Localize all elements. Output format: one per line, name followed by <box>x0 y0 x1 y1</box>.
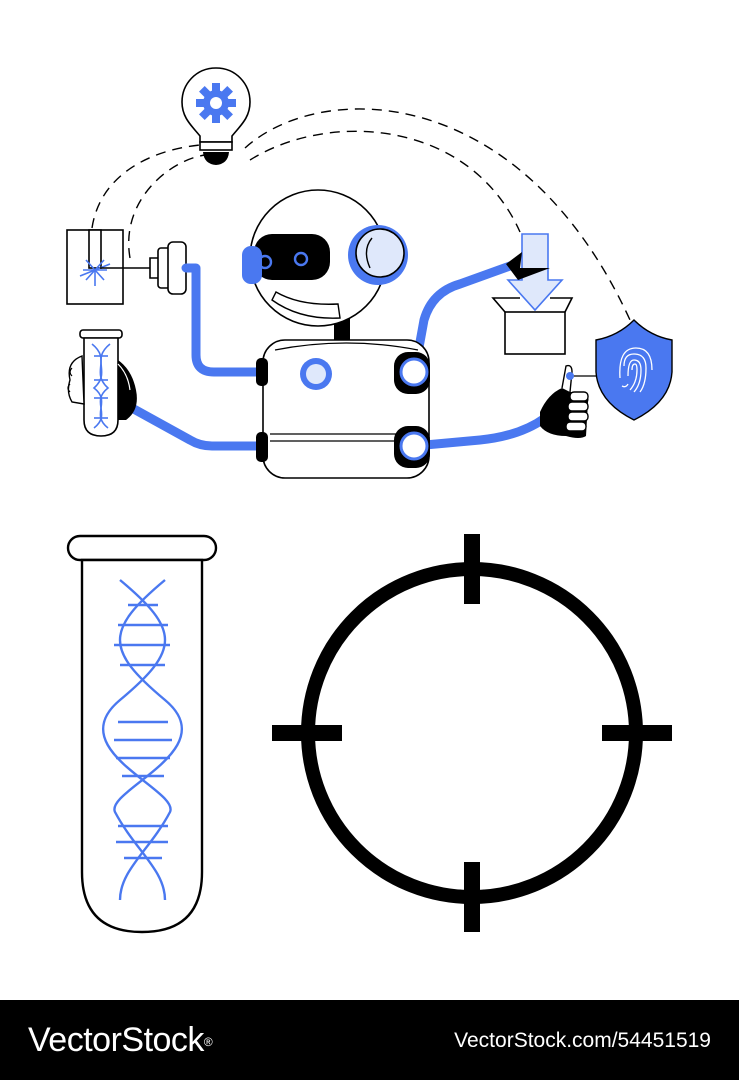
crosshair-icon <box>272 534 672 932</box>
image-id-text: VectorStock.com/54451519 <box>454 1029 711 1052</box>
laser-device-icon <box>66 229 187 305</box>
dashed-connector-lines <box>91 108 631 321</box>
download-box-icon <box>491 233 574 355</box>
robot-hand-icon <box>540 364 600 438</box>
robot-icon <box>242 189 430 479</box>
dna-test-tube-icon <box>66 534 218 934</box>
small-dna-test-tube-icon <box>67 329 137 437</box>
illustration <box>66 67 673 934</box>
robot-arms <box>127 261 550 451</box>
watermark-footer: VectorStock® VectorStock.com/54451519 <box>0 1000 739 1080</box>
lightbulb-gear-icon <box>181 67 251 165</box>
brand-logo: VectorStock® <box>28 1018 213 1062</box>
brand-mark: ® <box>203 1035 213 1049</box>
fingerprint-shield-icon <box>595 319 673 421</box>
brand-name: VectorStock <box>28 1021 204 1059</box>
